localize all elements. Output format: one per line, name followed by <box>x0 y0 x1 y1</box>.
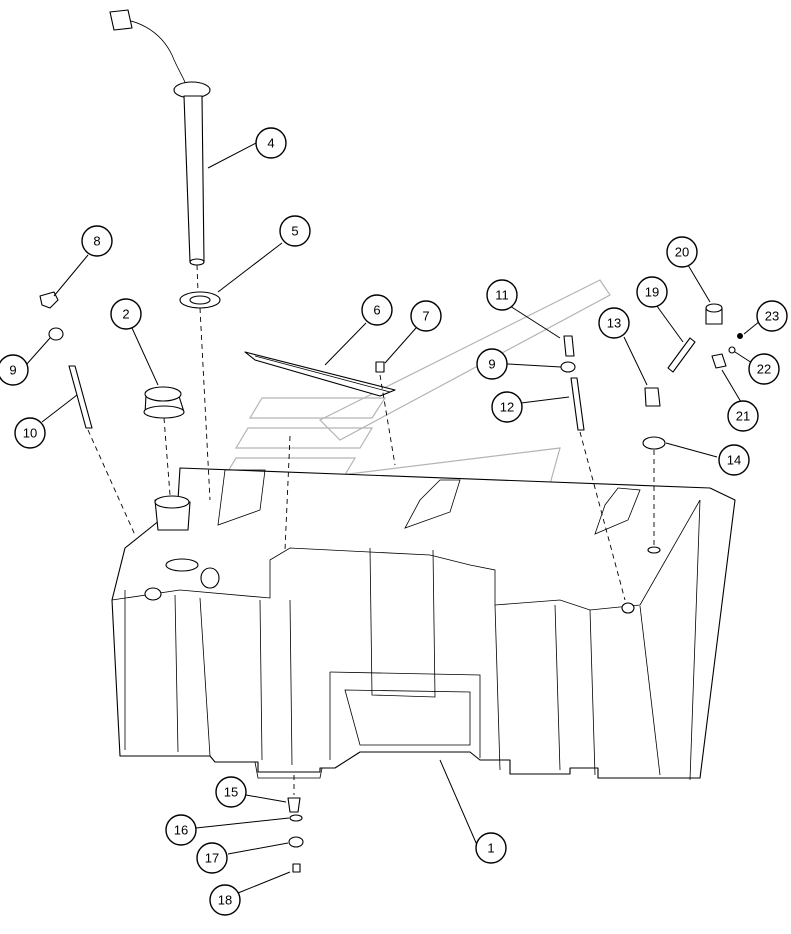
callout-label: 16 <box>174 823 188 838</box>
callout-label: 11 <box>495 288 509 303</box>
callout-label: 9 <box>9 363 16 378</box>
callout-7: 7 <box>410 300 442 332</box>
leader-lines <box>25 142 761 894</box>
callout-label: 9 <box>488 357 495 372</box>
callout-18: 18 <box>209 884 241 916</box>
sender-gasket-hole <box>189 295 211 305</box>
callout-19: 19 <box>636 276 668 308</box>
rollover-valve <box>644 387 661 407</box>
callout-label: 2 <box>122 307 129 322</box>
callout-label: 18 <box>218 893 232 908</box>
callout-label: 17 <box>205 851 219 866</box>
callout-12: 12 <box>491 391 523 423</box>
assembly-lines <box>87 264 655 795</box>
callout-23: 23 <box>756 300 788 332</box>
callout-label: 19 <box>645 285 659 300</box>
callout-label: 6 <box>373 303 380 318</box>
callout-label: 12 <box>500 400 514 415</box>
callout-label: 10 <box>23 426 37 441</box>
elbow-fitting <box>39 291 59 309</box>
fuel-cap <box>143 386 185 419</box>
callout-13: 13 <box>598 307 630 339</box>
drain-screw <box>292 863 301 873</box>
washer-small <box>728 346 736 354</box>
grommet-left <box>48 327 64 341</box>
callout-label: 20 <box>675 245 689 260</box>
callout-6: 6 <box>361 294 393 326</box>
mounting-strap <box>244 351 396 397</box>
callout-5: 5 <box>279 215 311 247</box>
callout-label: 14 <box>727 453 741 468</box>
vent-hose <box>667 337 696 373</box>
vent-tube-right <box>570 377 585 431</box>
callout-8: 8 <box>81 225 113 257</box>
callout-16: 16 <box>165 814 197 846</box>
drain-plug <box>287 797 301 813</box>
callout-14: 14 <box>718 444 750 476</box>
callout-label: 22 <box>757 362 771 377</box>
callout-21: 21 <box>727 400 759 432</box>
strap-bolt <box>375 361 385 373</box>
callout-11: 11 <box>486 279 518 311</box>
vent-filter <box>705 303 723 325</box>
callout-label: 15 <box>224 785 238 800</box>
fuel-sender-unit <box>109 9 211 266</box>
callout-10: 10 <box>14 417 46 449</box>
hose-clamp <box>711 353 727 369</box>
callout-label: 4 <box>267 136 274 151</box>
nut-small <box>737 333 743 339</box>
callout-label: 21 <box>736 409 750 424</box>
vent-tube-left <box>68 365 93 429</box>
grommet-right <box>560 361 576 373</box>
callout-label: 8 <box>93 234 100 249</box>
callout-label: 23 <box>765 309 779 324</box>
callout-20: 20 <box>666 236 698 268</box>
valve-grommet <box>642 436 666 450</box>
drain-nut <box>288 836 304 848</box>
callout-9-left: 9 <box>0 354 29 386</box>
callout-label: 7 <box>422 309 429 324</box>
callout-15: 15 <box>215 776 247 808</box>
callout-1: 1 <box>475 832 507 864</box>
drain-o-ring <box>289 814 303 822</box>
callout-label: 5 <box>291 224 298 239</box>
fuel-tank <box>111 467 736 781</box>
fitting-right <box>563 335 575 357</box>
callout-2: 2 <box>110 298 142 330</box>
callout-9-right: 9 <box>476 348 508 380</box>
callout-4: 4 <box>255 127 287 159</box>
callout-label: 1 <box>487 841 494 856</box>
callout-label: 13 <box>607 316 621 331</box>
callout-22: 22 <box>748 353 780 385</box>
callout-17: 17 <box>196 842 228 874</box>
